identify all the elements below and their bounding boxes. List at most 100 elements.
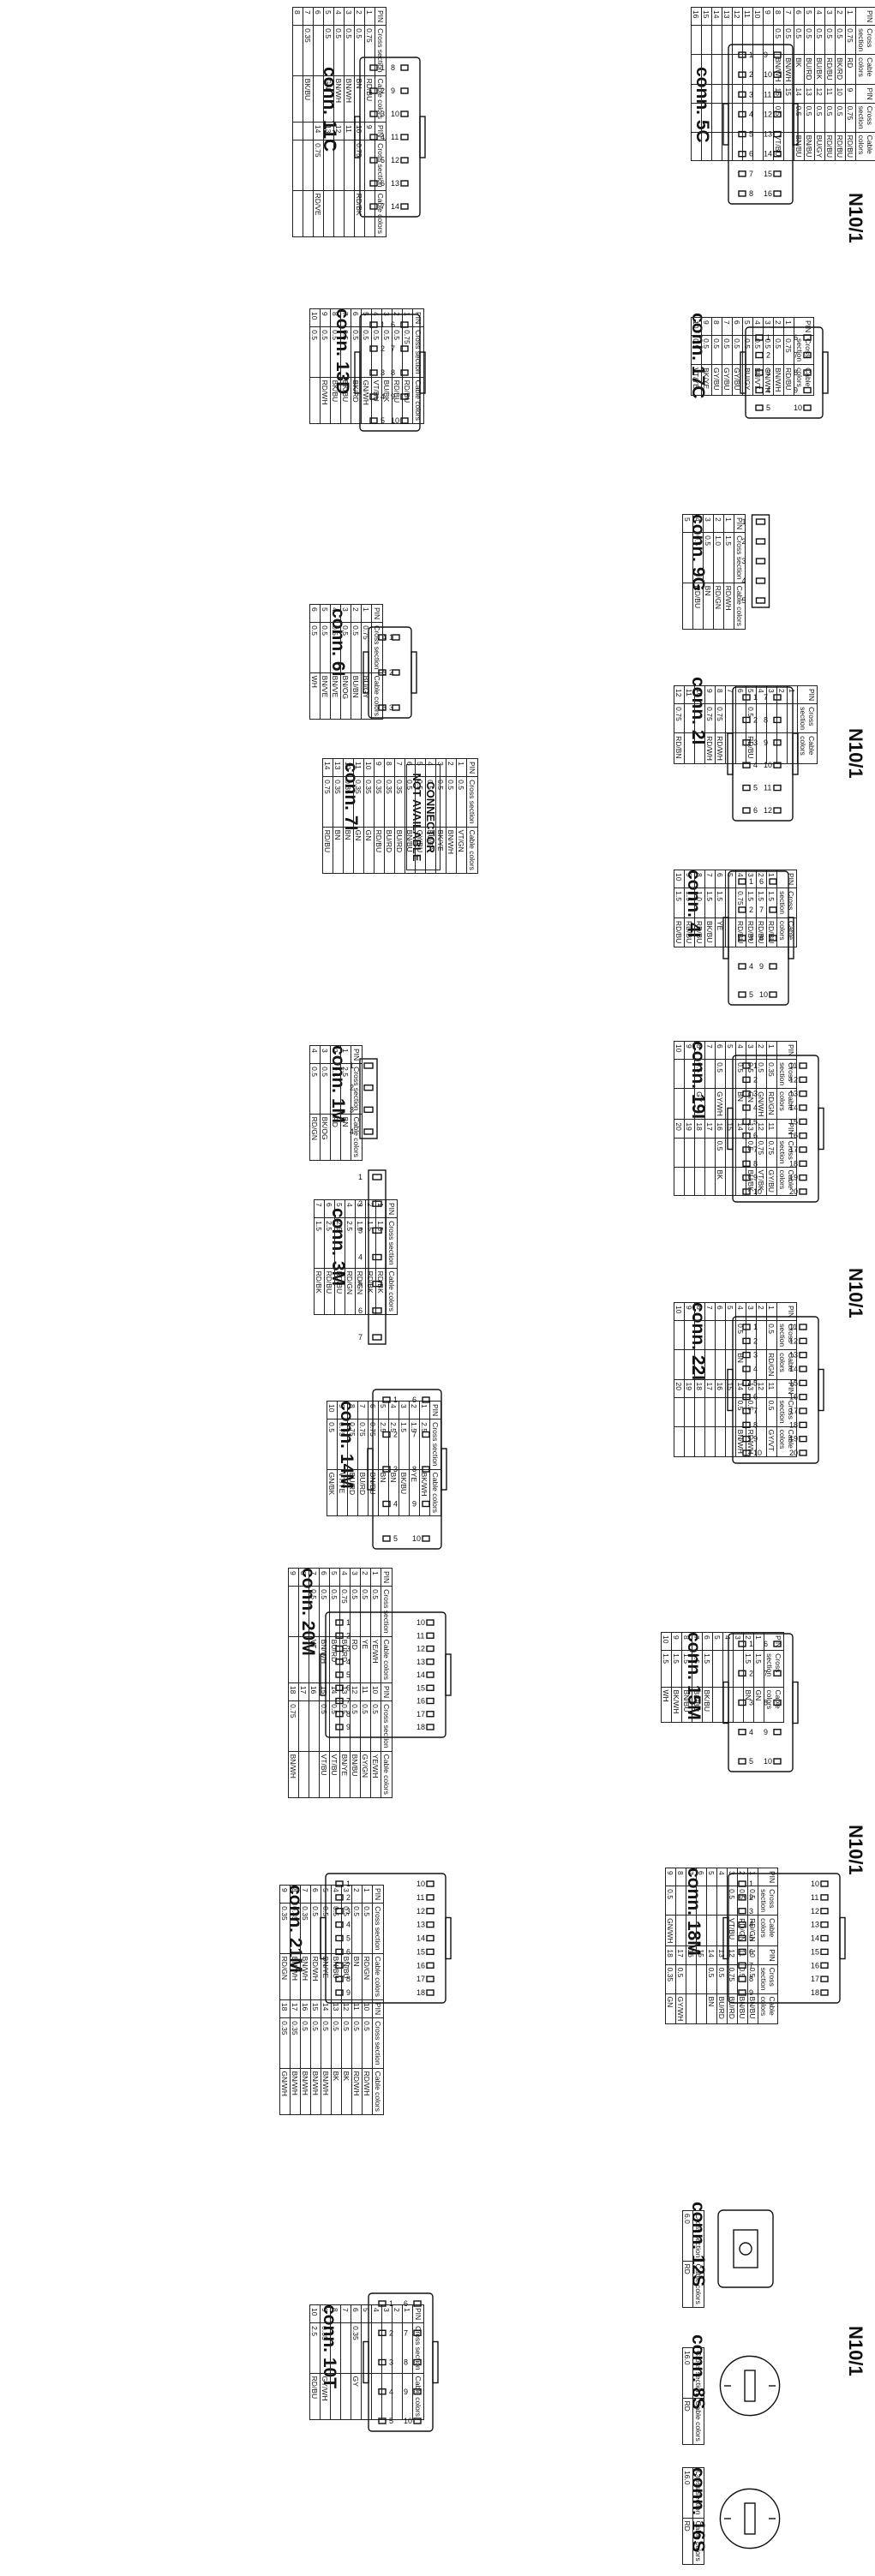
cable-color: BK/BU: [692, 1687, 703, 1723]
cable-color: RD: [845, 54, 856, 85]
cable-color: [288, 1636, 299, 1683]
cable-color: RD/WH: [362, 2068, 373, 2115]
pin-number: 12: [732, 7, 743, 26]
pin-number: 5: [706, 1868, 717, 1886]
pin-number: 3: [350, 1568, 361, 1587]
pin-number: 9: [320, 2304, 331, 2323]
svg-text:6: 6: [753, 806, 758, 815]
svg-text:16: 16: [811, 1961, 819, 1969]
cable-color: [704, 1426, 716, 1457]
pin-number: 9: [320, 308, 331, 327]
pin-number: 9: [684, 1302, 695, 1321]
svg-text:13: 13: [811, 1921, 819, 1929]
pin-number: 20: [674, 1379, 685, 1398]
svg-text:12: 12: [391, 156, 399, 164]
svg-text:13: 13: [764, 130, 772, 139]
svg-text:16: 16: [417, 1697, 425, 1706]
cross-section: 0.5: [804, 25, 815, 55]
svg-text:1: 1: [749, 51, 753, 59]
cable-color: RD: [682, 2398, 693, 2445]
pin-number: 9: [763, 7, 774, 26]
svg-text:10: 10: [794, 403, 802, 412]
pin-number: 10: [674, 1302, 685, 1321]
header-cable: Cable colors: [381, 1751, 393, 1798]
cross-section: 1.5: [692, 1650, 703, 1687]
svg-text:3: 3: [749, 934, 753, 942]
pin-number: 14: [322, 758, 333, 777]
header-cross: Cross section: [692, 2347, 704, 2398]
svg-text:9: 9: [764, 738, 768, 747]
cross-section: 0.5: [824, 25, 836, 55]
cross-section: 0.75: [674, 703, 685, 733]
pin-number: 15: [701, 7, 712, 26]
cable-color: [704, 1349, 716, 1379]
pin-number: 18: [694, 1119, 705, 1139]
cross-section: 0.35: [665, 1964, 676, 1993]
cross-section: [330, 2322, 341, 2374]
svg-text:4: 4: [749, 962, 753, 971]
cross-section: [694, 1138, 705, 1167]
svg-text:3: 3: [742, 557, 746, 565]
pin-number: 6: [319, 1568, 330, 1587]
cable-color: GN/WH: [279, 2068, 291, 2115]
cross-section: 0.5: [446, 776, 457, 828]
svg-text:18: 18: [417, 1988, 425, 1997]
cross-section: [704, 1059, 716, 1089]
cross-section: 0.75: [845, 25, 856, 55]
pin-number: 3: [344, 7, 355, 26]
cable-color: RD: [682, 2261, 693, 2308]
cross-section: 0.75: [313, 140, 324, 191]
svg-text:12: 12: [417, 1645, 425, 1653]
cross-section: 0.75: [704, 703, 716, 733]
svg-text:1: 1: [358, 1173, 363, 1181]
svg-text:9: 9: [759, 962, 764, 971]
svg-text:9: 9: [764, 1728, 768, 1736]
svg-text:17: 17: [811, 1975, 819, 1983]
svg-text:3: 3: [749, 90, 753, 99]
svg-text:11: 11: [417, 1631, 424, 1640]
table-row: 8: [292, 7, 303, 237]
cable-color: BN/BU: [350, 1751, 361, 1798]
cable-color: [309, 1751, 320, 1798]
cross-section: 0.35: [374, 776, 385, 828]
pin-number: 9: [374, 758, 385, 777]
pin-number: 1: [456, 758, 467, 777]
svg-text:6: 6: [753, 1393, 758, 1402]
svg-text:9: 9: [346, 1723, 351, 1731]
pin-number: 5: [415, 758, 426, 777]
cross-section: 0.5: [327, 1419, 338, 1470]
header-cross: Cross section: [372, 2017, 384, 2069]
svg-text:2: 2: [389, 668, 393, 677]
cross-section: 1.5: [674, 888, 685, 918]
cable-color: [694, 732, 705, 764]
cable-color: [686, 1915, 697, 1946]
svg-text:3: 3: [350, 1105, 354, 1114]
pin-number: 7: [340, 2304, 351, 2323]
svg-text:8: 8: [753, 1420, 758, 1429]
cable-color: [674, 1349, 685, 1379]
cross-section: 0.35: [353, 776, 364, 828]
cross-section: 1.5: [661, 1650, 672, 1687]
pin-number: 6: [309, 604, 321, 623]
cross-section: 0.35: [343, 776, 354, 828]
svg-text:2: 2: [753, 1075, 758, 1084]
pin-number: 7: [300, 1885, 311, 1904]
cross-section: 0.5: [835, 25, 846, 55]
svg-text:3: 3: [753, 738, 758, 747]
